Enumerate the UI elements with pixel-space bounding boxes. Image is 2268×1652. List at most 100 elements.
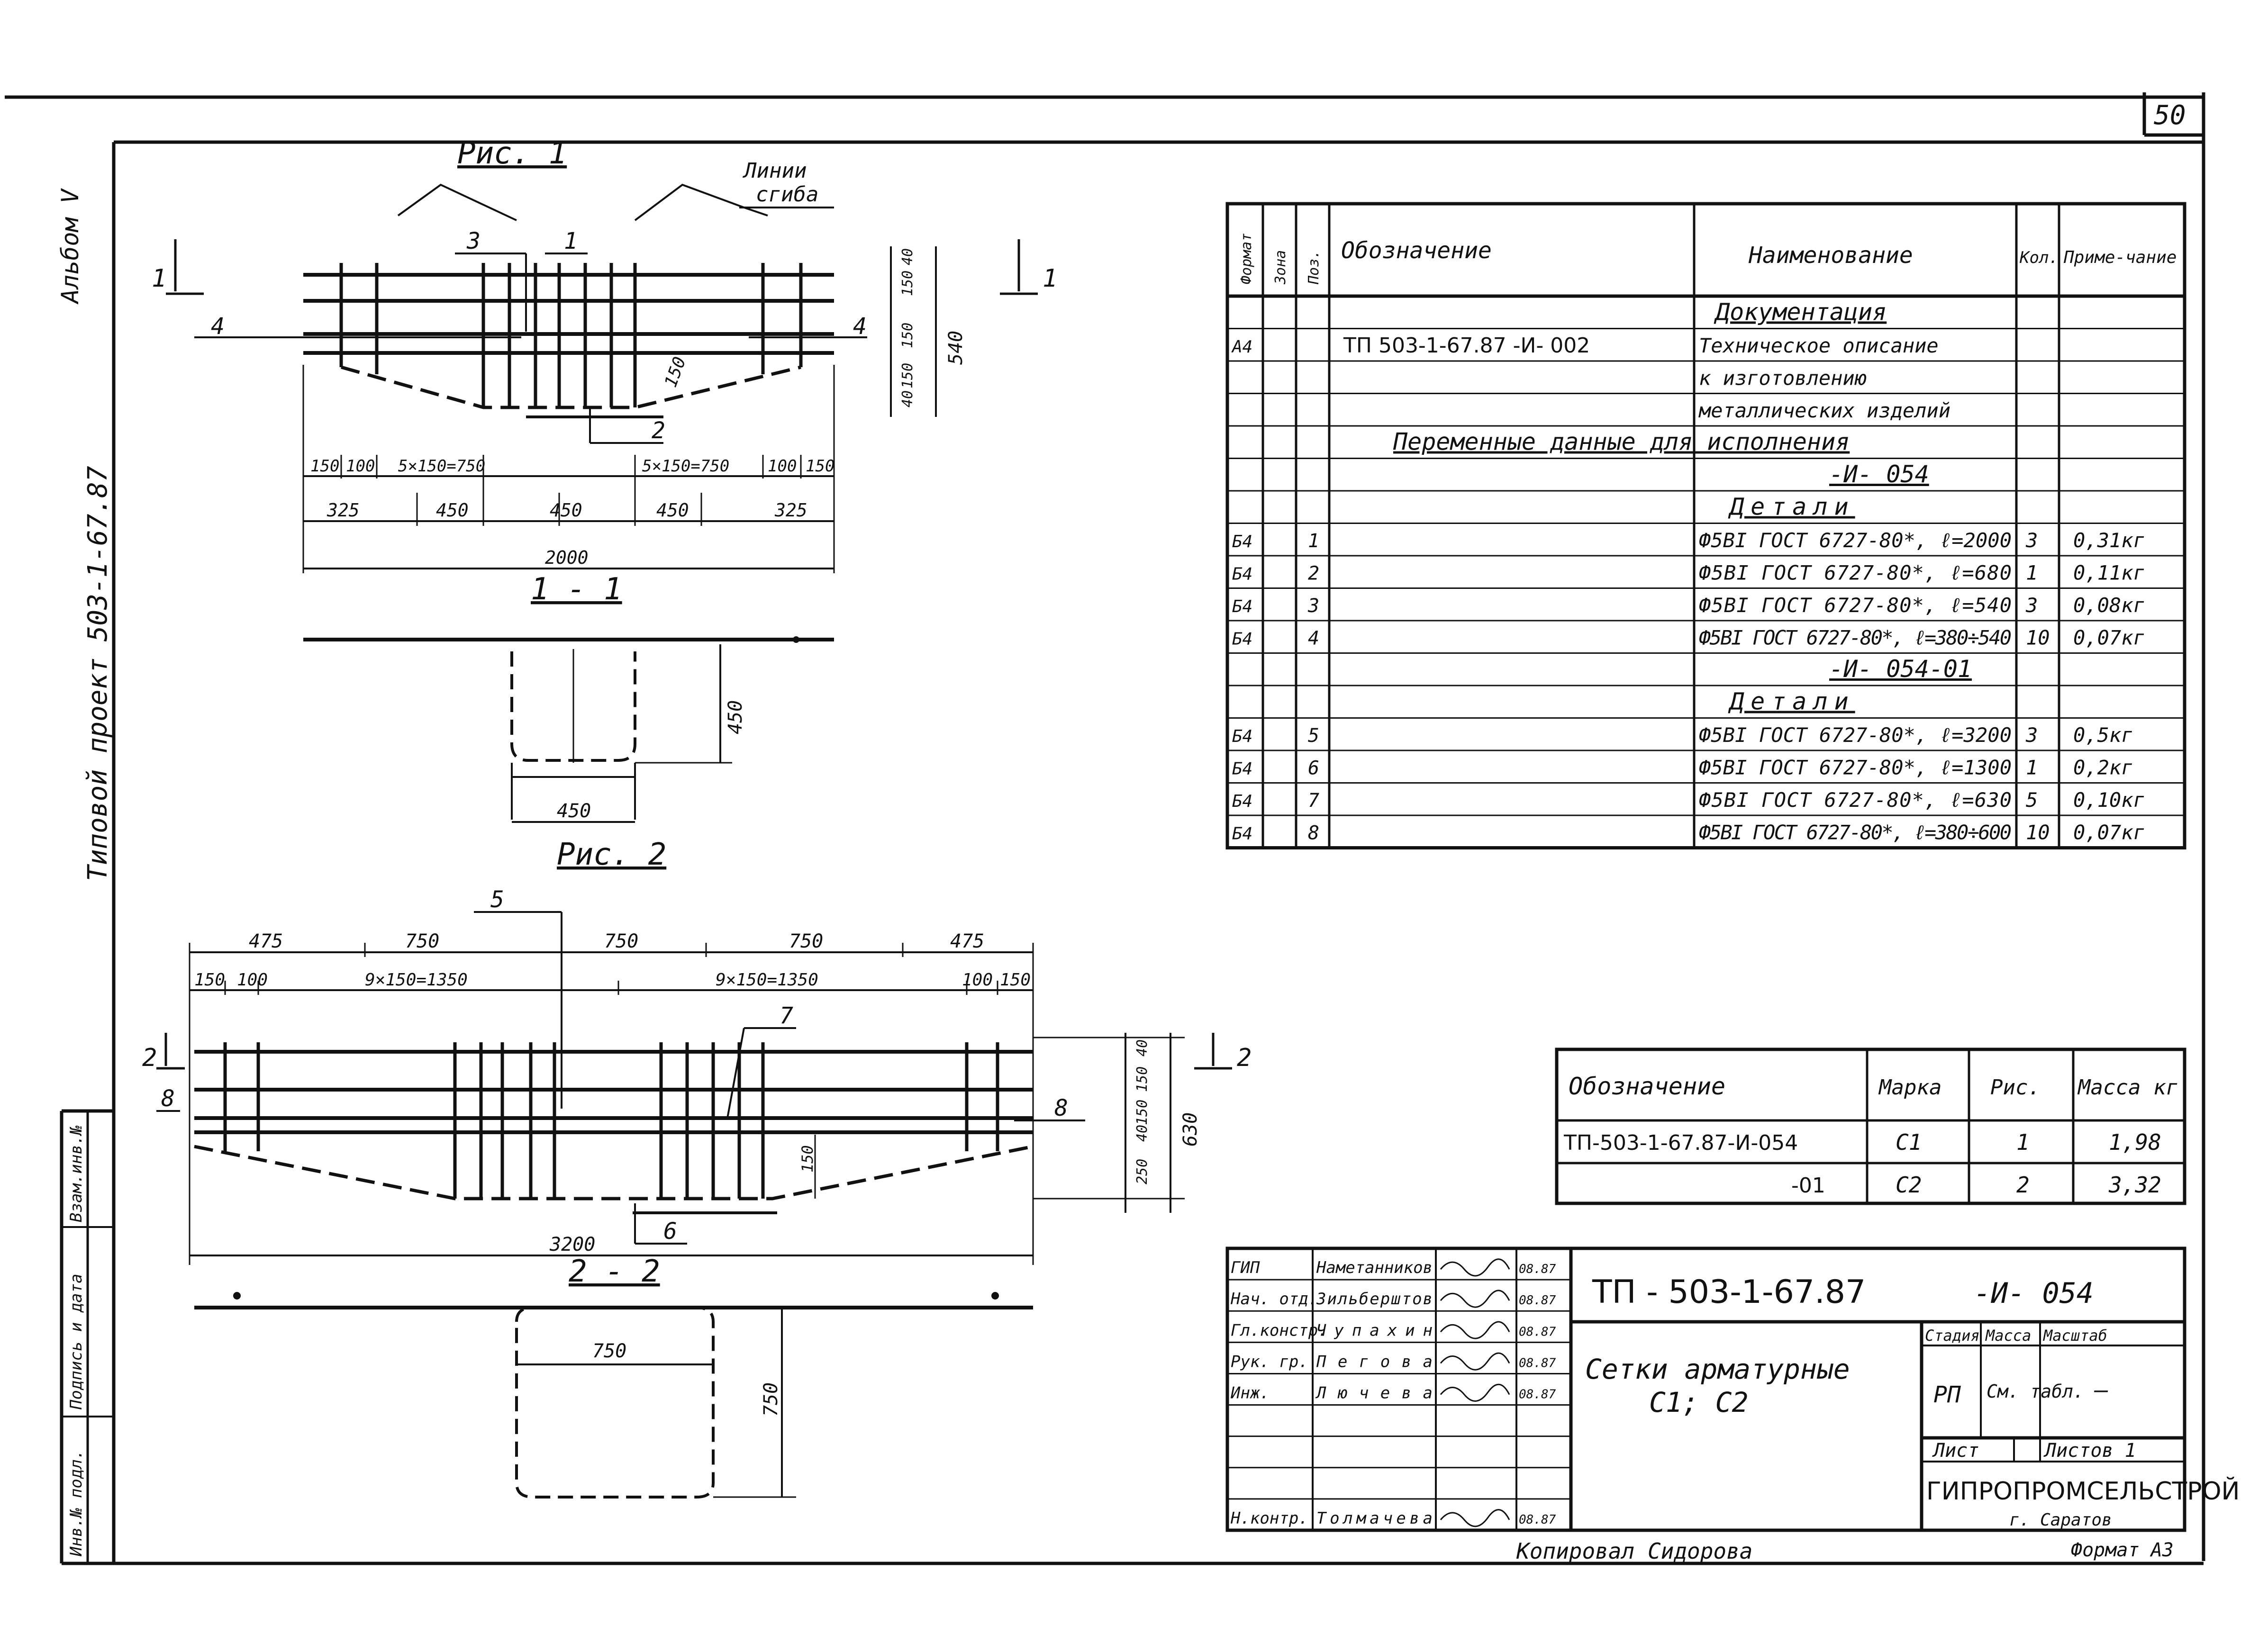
tb-date: 08.87	[1519, 1513, 1556, 1527]
fig1-pos-4b: 4	[853, 313, 867, 340]
spec-cell-qty: 3	[2025, 529, 2038, 552]
tb-name: Пегова	[1316, 1352, 1433, 1371]
spec-cell-note: 0,2кг	[2073, 756, 2133, 779]
fig1-dim-mid-4: 450	[656, 500, 689, 521]
spec-cell-name: Документация	[1714, 298, 1887, 326]
fig1-dim-top-3: 5×150=750	[398, 457, 485, 476]
fig1-dim-mid-1: 325	[327, 500, 360, 521]
tb-sheet-header: Лист	[1932, 1440, 1979, 1462]
tb-scale-header: Масштаб	[2043, 1327, 2107, 1345]
fig1-section-mark-right: 1	[1043, 264, 1057, 293]
tb-title-line1: Сетки арматурные	[1585, 1353, 1850, 1385]
spec-cell-pos: 1	[1308, 530, 1319, 552]
spec-cell-format: Б4	[1232, 759, 1252, 779]
spec-cell-format: А4	[1231, 337, 1252, 357]
spec-cell-name: Ф5ВI ГОСТ 6727-80*, ℓ=380÷540	[1699, 626, 2012, 650]
spec-header-zone: Зона	[1272, 250, 1289, 285]
spec-cell-name: Техническое описание	[1699, 334, 1939, 357]
spec-cell-pos: 4	[1308, 628, 1319, 650]
spec-cell-name: -И- 054	[1829, 460, 1929, 488]
spec-cell-note: 0,07кг	[2073, 626, 2145, 650]
spec-row: -И- 054-01	[1829, 655, 1972, 683]
fig1-dim-right-4: 150	[899, 363, 916, 388]
marks-cell-mass: 1,98	[2109, 1129, 2161, 1155]
tb-role: Нач. отд.	[1230, 1290, 1318, 1309]
fig1-bend-label-1: Линии	[742, 159, 807, 183]
spec-header-designation: Обозначение	[1341, 237, 1492, 264]
fig2-dim-top-2: 750	[405, 930, 439, 952]
spec-cell-pos: 3	[1307, 595, 1319, 617]
tb-mass-header: Масса	[1985, 1327, 2031, 1345]
fig2-dim-right-1: 40	[1134, 1039, 1151, 1056]
spec-cell-qty: 1	[2026, 756, 2038, 779]
tb-name: Чупахин	[1316, 1321, 1433, 1340]
fig1-sec-width: 450	[557, 800, 591, 822]
fig1-section-mark-left: 1	[152, 264, 166, 293]
tb-city: г. Саратов	[2009, 1510, 2112, 1530]
spec-cell-name: металлических изделий	[1698, 399, 1950, 422]
fig2-dim-top-4: 750	[789, 930, 823, 952]
spec-cell-qty: 3	[2025, 594, 2038, 617]
fig1-dim-top-4: 5×150=750	[642, 457, 729, 476]
spec-cell-name: Ф5ВI ГОСТ 6727-80*, ℓ=680	[1699, 561, 2012, 585]
spec-cell-format: Б4	[1232, 727, 1252, 746]
fig2-dim-right-3: 150	[1134, 1100, 1151, 1125]
tb-signature	[1440, 1383, 1510, 1402]
tb-date: 08.87	[1519, 1325, 1556, 1339]
tb-sheets-header: Листов 1	[2043, 1440, 2136, 1462]
album-label: Альбом V	[56, 188, 84, 305]
fig1-dim-right-3: 150	[899, 323, 916, 348]
spec-cell-name: Переменные данные для исполнения	[1393, 428, 1850, 456]
fig2-dim-top-1: 475	[249, 930, 283, 952]
marks-cell-mass: 3,32	[2108, 1172, 2161, 1198]
marks-header-fig: Рис.	[1990, 1075, 2041, 1100]
fig2-dim-mid-3: 9×150=1350	[365, 970, 468, 990]
tb-name: Зильберштов	[1316, 1290, 1433, 1309]
tb-role: Инж.	[1230, 1384, 1270, 1403]
marks-cell-designation: -01	[1791, 1174, 1825, 1198]
tb-mass: См. табл.	[1987, 1381, 2084, 1402]
spec-cell-qty: 10	[2026, 626, 2050, 650]
project-label: Типовой проект 503-1-67.87	[82, 466, 113, 881]
tb-name: Лючева	[1315, 1384, 1433, 1403]
spec-cell-pos: 8	[1308, 822, 1319, 844]
sheet-number: 50	[2154, 100, 2186, 131]
fig1-dim-mid-2: 450	[436, 500, 469, 521]
fig2-section-title: 2 - 2	[569, 1254, 660, 1289]
spec-cell-pos: 2	[1308, 563, 1319, 585]
tb-signature	[1440, 1258, 1510, 1277]
spec-header-pos: Поз.	[1306, 250, 1322, 285]
tb-role: Гл.констр.	[1231, 1321, 1328, 1340]
tb-signature	[1440, 1352, 1510, 1371]
tb-stage-header: Стадия	[1925, 1327, 1980, 1345]
spec-header-name: Наименование	[1748, 242, 1913, 269]
tb-stage: РП	[1933, 1381, 1961, 1408]
spec-cell-name: Ф5ВI ГОСТ 6727-80*, ℓ=380÷600	[1699, 821, 2012, 844]
spec-cell-pos: 7	[1308, 790, 1319, 812]
fig2-dim-total: 3200	[549, 1234, 595, 1255]
spec-cell-name: Ф5ВI ГОСТ 6727-80*, ℓ=2000	[1699, 529, 2012, 552]
spec-cell-designation: ТП 503-1-67.87 -И- 002	[1343, 334, 1590, 358]
marks-cell-fig: 1	[2016, 1129, 2030, 1155]
fig2-dim-right-4: 40	[1134, 1125, 1151, 1142]
fig2-sec-width: 750	[592, 1340, 626, 1362]
fig1-dim-right-5: 40	[899, 390, 916, 407]
fig1-dim-top-2: 100	[346, 457, 375, 476]
fig2-dim-mid-6: 150	[1000, 970, 1031, 990]
copied-by: Копировал Сидорова	[1516, 1538, 1753, 1564]
fig2-dim-top-3: 750	[604, 930, 638, 952]
fig2-section-mark-right: 2	[1237, 1044, 1252, 1072]
spec-row: Детали	[1728, 688, 1849, 715]
spec-row: металлических изделий	[1698, 399, 1950, 422]
fig1-section-title: 1 - 1	[531, 572, 622, 607]
fig2-dim-mid-1: 150	[194, 970, 225, 990]
